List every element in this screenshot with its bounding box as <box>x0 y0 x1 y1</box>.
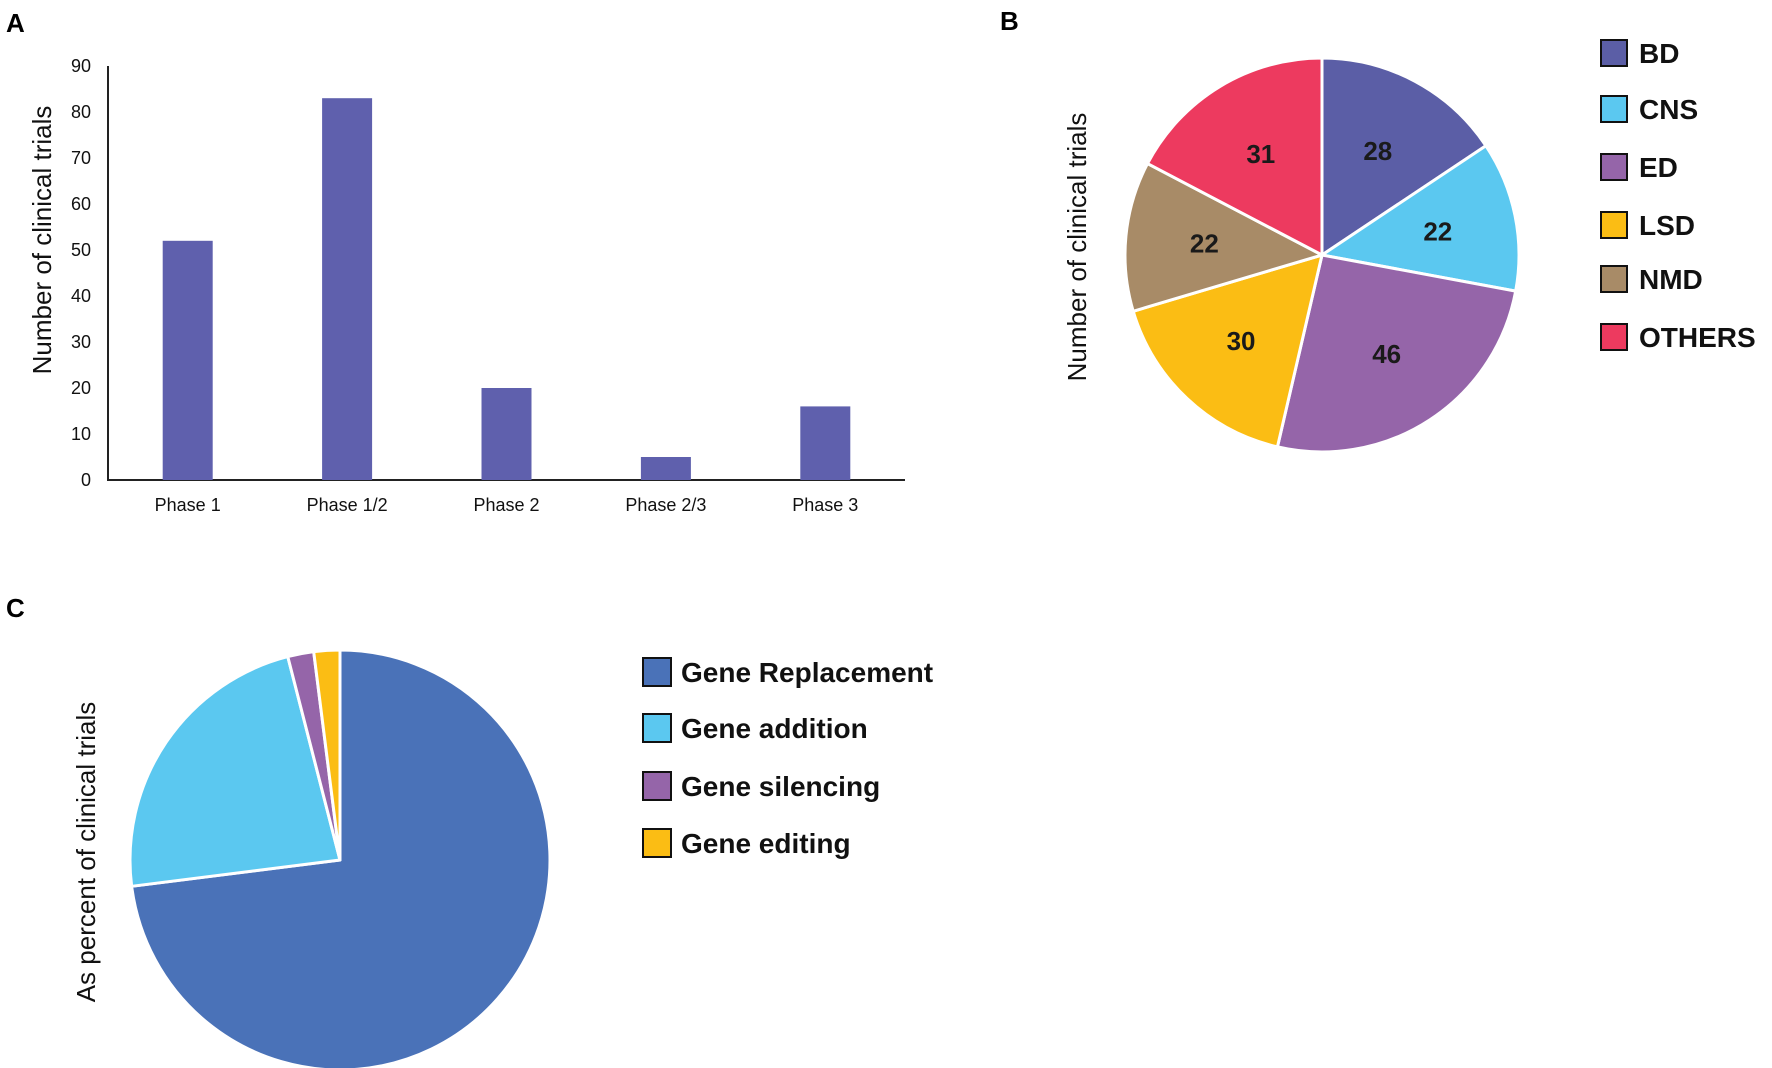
pie-b-legend-label-cns: CNS <box>1639 94 1698 125</box>
pie-b-legend-swatch-others <box>1600 323 1628 351</box>
y-tick-label: 40 <box>71 286 91 306</box>
y-tick-label: 20 <box>71 378 91 398</box>
pie-c-legend-swatch-gene-addition <box>642 713 672 743</box>
pie-c-legend-swatch-gene-silencing <box>642 771 672 801</box>
pie-b-legend-label-lsd: LSD <box>1639 210 1695 241</box>
pie-b-slice-bd <box>1320 56 1488 257</box>
panel-a-letter: A <box>6 8 25 38</box>
pie-b-slice-nmd <box>1123 162 1324 313</box>
pie-c-legend-label-gene-addition: Gene addition <box>681 713 868 744</box>
pie-b-slice-ed <box>1275 253 1518 454</box>
panel-b-letter: B <box>1000 6 1019 36</box>
bar-phase-2-3 <box>640 457 691 480</box>
bar-phase-2 <box>481 388 532 480</box>
y-tick-label: 30 <box>71 332 91 352</box>
pie-c-legend-label-gene-replacement: Gene Replacement <box>681 657 933 688</box>
y-tick-label: 60 <box>71 194 91 214</box>
pie-b-slice-others <box>1146 56 1324 257</box>
pie-b-slice-label-ed: 46 <box>1372 339 1401 369</box>
panel-b-y-axis-label: Number of clinical trials <box>1062 113 1092 382</box>
pie-b-legend-swatch-lsd <box>1600 211 1628 239</box>
pie-b-slice-label-lsd: 30 <box>1227 326 1256 356</box>
panel-c-letter: C <box>6 593 25 623</box>
y-tick-label: 90 <box>71 56 91 76</box>
pie-b-legend-swatch-bd <box>1600 39 1628 67</box>
x-tick-label: Phase 2 <box>473 495 539 515</box>
pie-b-legend-swatch-cns <box>1600 95 1628 123</box>
pie-b-legend-swatch-nmd <box>1600 265 1628 293</box>
pie-b-legend-label-ed: ED <box>1639 152 1678 183</box>
y-tick-label: 50 <box>71 240 91 260</box>
pie-b-slice-lsd <box>1131 253 1324 449</box>
bar-phase-1-2 <box>322 98 373 480</box>
y-tick-label: 10 <box>71 424 91 444</box>
pie-c-slice-gene-editing <box>312 648 342 862</box>
pie-b-slice-label-nmd: 22 <box>1190 229 1219 259</box>
bar-phase-3 <box>800 406 851 480</box>
x-tick-label: Phase 1/2 <box>307 495 388 515</box>
pie-c-legend-label-gene-silencing: Gene silencing <box>681 771 880 802</box>
x-tick-label: Phase 3 <box>792 495 858 515</box>
pie-c-slice-gene-addition <box>128 655 342 888</box>
pie-b-legend-label-nmd: NMD <box>1639 264 1703 295</box>
pie-b-slice-label-cns: 22 <box>1423 216 1452 246</box>
y-tick-label: 70 <box>71 148 91 168</box>
y-tick-label: 0 <box>81 470 91 490</box>
panel-c-pie-chart: C As percent of clinical trials Gene Rep… <box>6 593 933 1068</box>
panel-a-y-axis-label: Number of clinical trials <box>27 106 57 375</box>
pie-c-legend-swatch-gene-replacement <box>642 657 672 687</box>
pie-b-slice-cns <box>1320 144 1521 293</box>
pie-b-slice-label-bd: 28 <box>1363 136 1392 166</box>
x-tick-label: Phase 2/3 <box>625 495 706 515</box>
pie-b-legend-label-bd: BD <box>1639 38 1679 69</box>
pie-b-slice-label-others: 31 <box>1246 139 1275 169</box>
y-tick-label: 80 <box>71 102 91 122</box>
bar-phase-1 <box>162 240 213 480</box>
pie-b-legend-label-others: OTHERS <box>1639 322 1756 353</box>
pie-c-legend-label-gene-editing: Gene editing <box>681 828 851 859</box>
pie-b-legend-swatch-ed <box>1600 153 1628 181</box>
panel-b-pie-chart: B Number of clinical trials 28 22 46 30 22 31… <box>1000 6 1756 454</box>
x-tick-label: Phase 1 <box>155 495 221 515</box>
pie-c-legend-swatch-gene-editing <box>642 828 672 858</box>
panel-c-y-axis-label: As percent of clinical trials <box>71 702 101 1003</box>
panel-a-bar-chart: A Number of clinical trials 0 10 20 30 40 50 6… <box>6 8 905 515</box>
